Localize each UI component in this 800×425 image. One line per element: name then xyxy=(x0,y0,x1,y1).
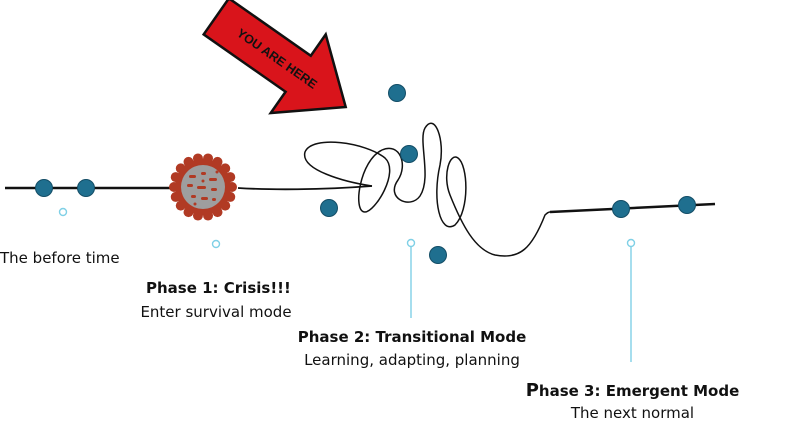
connector-pin-phase3 xyxy=(626,238,636,248)
label-phase2-subtitle: Learning, adapting, planning xyxy=(304,351,520,369)
you-are-here-arrow[interactable]: YOU ARE HERE xyxy=(189,0,373,146)
label-phase3-title-rest: hase 3: Emergent Mode xyxy=(538,382,740,400)
milestone-dot xyxy=(678,196,696,214)
label-phase3-title: Phase 3: Emergent Mode xyxy=(520,380,745,401)
connector-pin-phase2 xyxy=(406,238,416,248)
milestone-dot xyxy=(77,179,95,197)
milestone-dot xyxy=(388,84,406,102)
milestone-dot xyxy=(612,200,630,218)
label-phase3-title-initial: P xyxy=(525,380,539,401)
label-before-time: The before time xyxy=(0,249,120,267)
label-phase3-subtitle: The next normal xyxy=(570,404,695,422)
tangled-line-phase2 xyxy=(304,122,551,257)
label-phase1-subtitle: Enter survival mode xyxy=(140,303,292,321)
label-phase1-title: Phase 1: Crisis!!! xyxy=(146,279,291,297)
milestone-dot xyxy=(400,145,418,163)
connector-pin-before xyxy=(58,207,68,217)
milestone-dot xyxy=(35,179,53,197)
connector-pin-phase1 xyxy=(211,239,221,249)
milestone-dot xyxy=(429,246,447,264)
milestone-dot xyxy=(320,199,338,217)
timeline-line-phase1 xyxy=(237,185,373,191)
coronavirus-icon xyxy=(169,153,237,221)
label-phase2-title: Phase 2: Transitional Mode xyxy=(297,328,527,346)
arrow-shape xyxy=(201,0,348,115)
